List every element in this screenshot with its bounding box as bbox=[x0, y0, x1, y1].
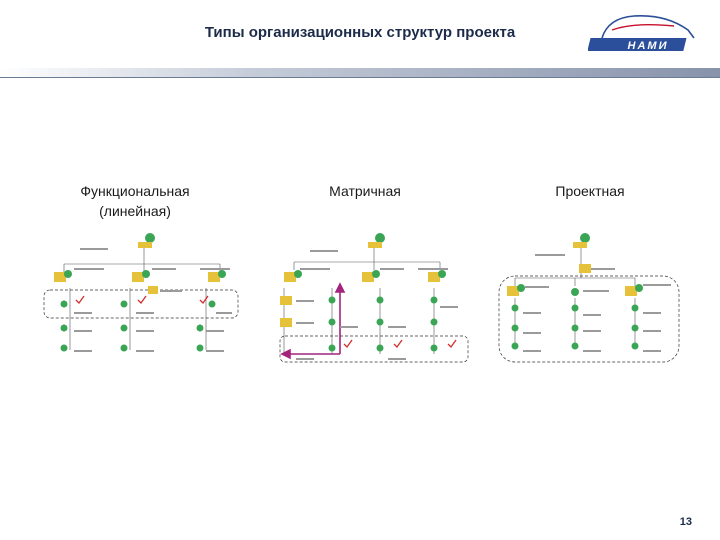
matrix-structure-diagram bbox=[279, 233, 469, 363]
figure-icon bbox=[54, 233, 226, 352]
column-title-project: Проектная bbox=[555, 183, 625, 199]
functional-structure-diagram bbox=[43, 233, 239, 352]
column-title-functional: Функциональная (линейная) bbox=[80, 183, 190, 219]
check-mark-icon bbox=[343, 339, 457, 349]
matrix-arrow-icon bbox=[280, 282, 346, 360]
header-divider bbox=[0, 68, 720, 78]
page-number: 13 bbox=[679, 516, 692, 528]
page-title: Типы организационных структур проекта bbox=[204, 24, 516, 41]
logo-car-outline bbox=[601, 14, 695, 39]
check-mark-icon bbox=[75, 295, 209, 305]
nami-logo: НАМИ bbox=[588, 14, 695, 52]
figure-icon bbox=[507, 233, 643, 350]
column-title-matrix: Матричная bbox=[329, 183, 401, 199]
project-structure-diagram bbox=[498, 233, 680, 363]
figure-icon bbox=[280, 233, 446, 352]
logo-text: НАМИ bbox=[628, 40, 669, 52]
